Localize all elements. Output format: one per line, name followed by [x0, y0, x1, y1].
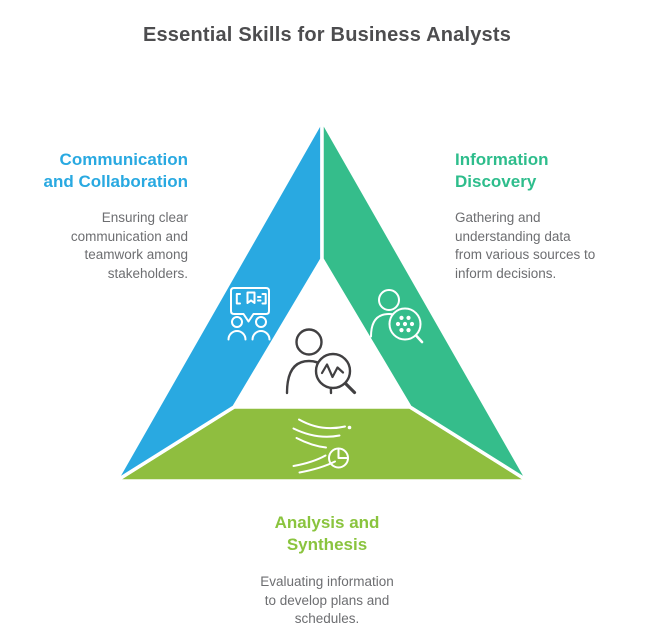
analysis-description: Evaluating information to develop plans …	[227, 573, 427, 629]
desc-line: inform decisions.	[455, 265, 557, 281]
heading-line: Discovery	[455, 172, 537, 191]
data-dots	[395, 315, 415, 333]
desc-line: Gathering and	[455, 210, 541, 225]
information-discovery-label: Information Discovery Gathering and unde…	[455, 149, 633, 283]
flow-lines-pie-chart-icon	[292, 418, 352, 474]
segment-information-discovery	[320, 113, 530, 483]
desc-line: from various sources to	[455, 247, 596, 262]
heading-line: Communication	[59, 150, 188, 169]
communication-description: Ensuring clear communication and teamwor…	[26, 209, 188, 283]
desc-line: schedules.	[294, 611, 360, 626]
heading-line: Information	[455, 150, 549, 169]
person-with-data-magnifier-icon	[370, 289, 424, 344]
desc-line: Ensuring clear	[101, 210, 188, 225]
desc-line: Evaluating information	[260, 574, 394, 589]
discovery-heading: Information Discovery	[455, 149, 633, 193]
desc-line: to develop plans and	[264, 592, 390, 608]
page-title: Essential Skills for Business Analysts	[142, 24, 512, 46]
analysis-heading: Analysis and Synthesis	[227, 512, 427, 556]
heading-line: and Collaboration	[43, 172, 189, 191]
analysis-synthesis-label: Analysis and Synthesis Evaluating inform…	[227, 512, 427, 629]
heading-line: Synthesis	[286, 535, 368, 554]
desc-line: teamwork among	[84, 247, 188, 262]
heading-line: Analysis and	[274, 513, 380, 532]
desc-line: communication and	[70, 228, 188, 244]
communication-heading: Communication and Collaboration	[26, 149, 189, 193]
speech-bubble-book-with-two-people-icon	[227, 287, 271, 341]
desc-line: stakeholders.	[107, 265, 188, 281]
analyst-person-with-chart-magnifier-icon	[285, 328, 357, 395]
communication-collaboration-label: Communication and Collaboration Ensuring…	[26, 149, 189, 283]
desc-line: understanding data	[455, 228, 571, 244]
discovery-description: Gathering and understanding data from va…	[455, 209, 633, 283]
